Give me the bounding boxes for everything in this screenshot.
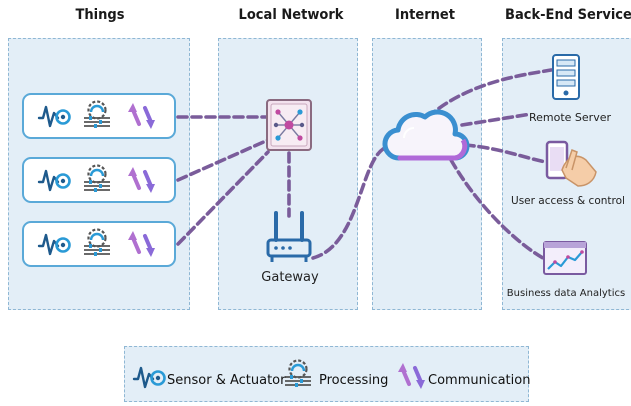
connector-cloud-analytics bbox=[449, 158, 545, 260]
pulse-sensor-icon bbox=[37, 105, 71, 128]
connector-thing3-hub bbox=[176, 150, 270, 246]
connector-cloud-server-2 bbox=[460, 112, 533, 127]
local-network-title: Local Network bbox=[238, 7, 344, 23]
thing-row-1-icons bbox=[37, 100, 157, 131]
cloud-icon bbox=[382, 109, 470, 161]
pulse-sensor-icon bbox=[37, 233, 71, 256]
connector-cloud-server bbox=[426, 68, 553, 119]
remote-server-label: Remote Server bbox=[528, 111, 611, 124]
legend-box bbox=[124, 346, 529, 402]
gateway-label: Gateway bbox=[261, 270, 319, 285]
communication-arrows-icon bbox=[126, 165, 157, 195]
things-title: Things bbox=[75, 7, 125, 23]
processing-gear-icon bbox=[82, 164, 112, 194]
connector-cloud-phone bbox=[463, 143, 548, 164]
legend-sensor-label: Sensor & Actuator bbox=[167, 373, 286, 388]
connector-router-cloud bbox=[311, 146, 387, 260]
hub-icon bbox=[266, 99, 312, 151]
internet-panel bbox=[372, 38, 482, 310]
communication-arrows-icon bbox=[126, 229, 157, 259]
user-access-label: User access & control bbox=[511, 195, 625, 207]
legend-communication-label: Communication bbox=[428, 373, 531, 388]
router-icon bbox=[266, 211, 312, 262]
processing-gear-icon bbox=[283, 359, 313, 389]
communication-arrows-icon bbox=[396, 361, 427, 391]
backend-title: Back-End Services bbox=[505, 7, 631, 23]
touch-phone-icon bbox=[545, 140, 597, 187]
communication-arrows-icon bbox=[126, 101, 157, 131]
connector-thing2-hub bbox=[176, 138, 270, 182]
thing-row-2-icons bbox=[37, 164, 157, 195]
analytics-chart-icon bbox=[543, 241, 587, 275]
pulse-sensor-icon bbox=[37, 169, 71, 192]
analytics-label: Business data Analytics bbox=[506, 288, 626, 299]
server-icon bbox=[552, 54, 580, 100]
processing-gear-icon bbox=[82, 100, 112, 130]
thing-row-3-icons bbox=[37, 228, 157, 259]
pulse-sensor-icon bbox=[132, 366, 166, 389]
processing-gear-icon bbox=[82, 228, 112, 258]
internet-title: Internet bbox=[394, 7, 456, 23]
legend-processing-label: Processing bbox=[319, 373, 389, 388]
